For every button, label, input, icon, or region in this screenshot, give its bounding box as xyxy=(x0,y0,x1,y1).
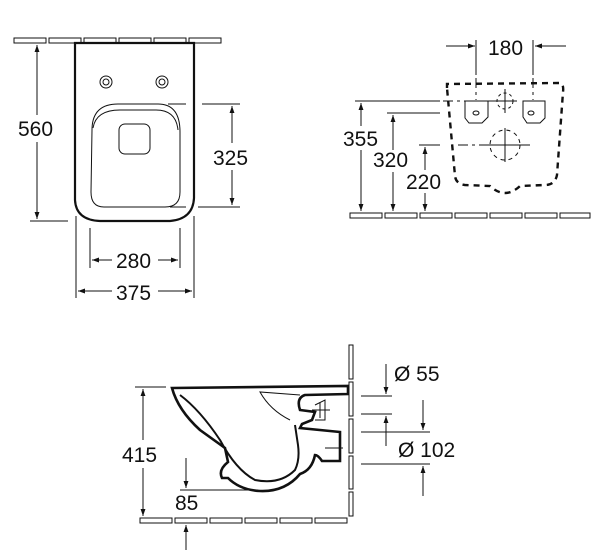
floor-strip xyxy=(349,212,591,219)
floor-strip-side xyxy=(139,517,348,524)
top-view: 560 325 280 375 xyxy=(13,37,248,305)
bolt-plate-left xyxy=(464,100,489,124)
dim-inlet-height-label: 320 xyxy=(373,149,408,172)
dim-outlet-height-label: 220 xyxy=(406,171,441,194)
dim-outlet-diameter-label: Ø 102 xyxy=(398,439,455,462)
seat-inner xyxy=(118,123,151,155)
rear-view: 180 355 320 xyxy=(343,37,591,219)
wall-vertical xyxy=(348,344,354,517)
dim-height-label: 415 xyxy=(122,444,157,467)
dim-seat-length-label: 325 xyxy=(213,147,248,170)
side-view: 415 85 Ø 55 Ø 102 xyxy=(122,344,455,550)
dim-bottom-label: 85 xyxy=(175,492,198,515)
fixing-holes xyxy=(99,75,169,89)
bowl-outline xyxy=(73,41,196,223)
dim-bolt-height-label: 355 xyxy=(343,128,378,151)
dim-bolt-spacing-label: 180 xyxy=(488,37,523,60)
dim-length-label: 560 xyxy=(18,118,53,141)
seat-outline xyxy=(90,103,181,208)
bowl-profile-outer xyxy=(170,384,350,493)
bolt-plate-right xyxy=(522,100,546,124)
dim-inlet-diameter-label: Ø 55 xyxy=(394,363,440,386)
bowl-outline-dashed xyxy=(445,81,565,195)
wall-strip xyxy=(13,37,222,44)
bowl-profile-inner xyxy=(179,394,300,483)
dim-width-label: 375 xyxy=(116,282,151,305)
dim-seat-width-label: 280 xyxy=(116,250,151,273)
